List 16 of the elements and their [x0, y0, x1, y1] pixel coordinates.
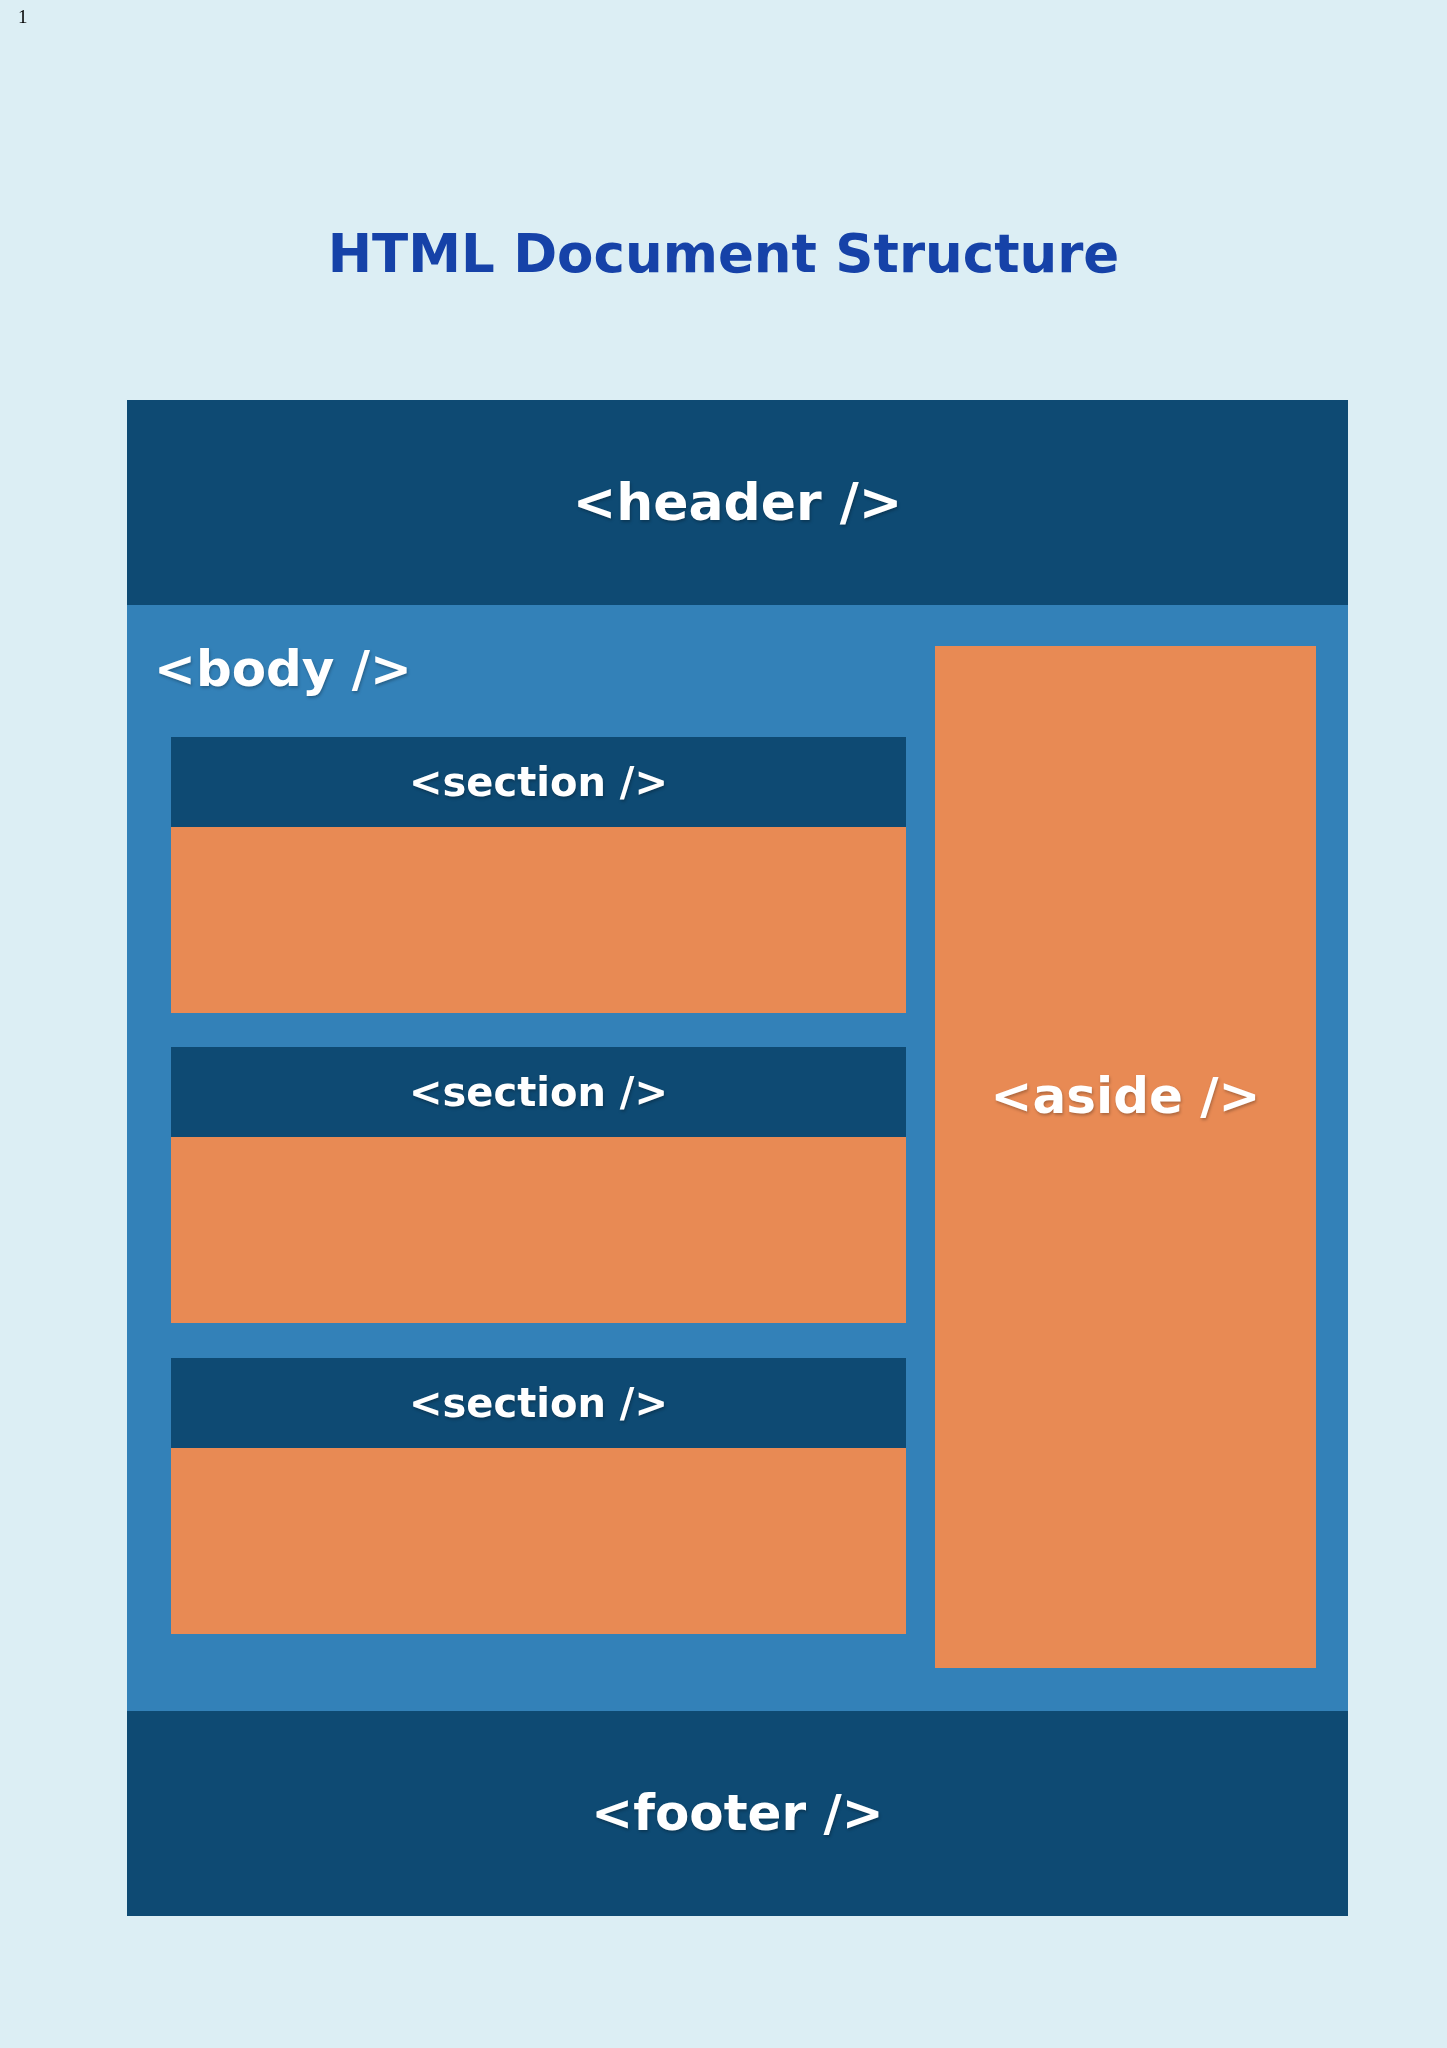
tag-label: <section /> — [409, 1380, 668, 1426]
header-bar — [127, 400, 1348, 605]
section-panel — [171, 737, 906, 1013]
section-panel — [171, 1358, 906, 1634]
footer-bar — [127, 1711, 1348, 1916]
section-panel — [171, 1047, 906, 1323]
page-number: 1 — [18, 6, 28, 29]
tag-label: <footer /> — [591, 1784, 884, 1843]
body-panel — [127, 605, 1348, 1711]
tag-label: <aside /> — [990, 1068, 1261, 1126]
diagram-title: HTML Document Structure — [327, 223, 1120, 284]
tag-label: <section /> — [409, 759, 668, 805]
tag-label: <body /> — [154, 641, 412, 699]
aside-panel — [935, 646, 1316, 1668]
tag-label: <header /> — [572, 472, 903, 533]
tag-label: <section /> — [409, 1069, 668, 1115]
